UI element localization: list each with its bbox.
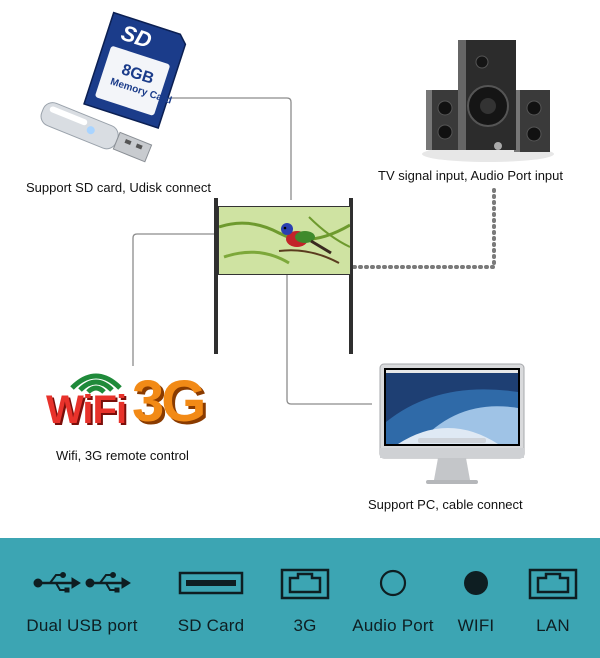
connection-lines	[132, 97, 496, 405]
stand-right-pole	[349, 198, 353, 354]
wifi-logo-text: WiFi	[46, 388, 127, 432]
display-stand	[213, 198, 359, 354]
wire-display-to-pc	[286, 272, 372, 405]
usb-icon	[32, 558, 132, 608]
wire-sd-to-display	[165, 97, 292, 200]
port-sd-card: SD Card	[166, 538, 256, 658]
port-label: LAN	[536, 616, 570, 635]
imac-illustration	[378, 362, 526, 490]
port-label: Dual USB port	[26, 616, 138, 635]
stand-left-pole	[214, 198, 218, 354]
sd-card-illustration: SD 8GB Memory Card	[75, 10, 195, 130]
usb-stick-illustration	[30, 98, 160, 168]
ports-band: Dual USB port SD Card 3G Audio Port	[0, 538, 600, 658]
port-audio: Audio Port	[340, 538, 446, 658]
port-label: SD Card	[177, 616, 245, 635]
speakers-illustration	[418, 36, 558, 166]
caption-wifi-3g: Wifi, 3G remote control	[56, 448, 189, 463]
wifi-dot-icon	[461, 558, 491, 608]
audio-port-icon	[378, 558, 408, 608]
sd-slot-icon	[178, 558, 244, 608]
port-dual-usb: Dual USB port	[18, 538, 146, 658]
3g-port-icon	[280, 558, 330, 608]
display-screen	[218, 206, 351, 275]
port-lan: LAN	[520, 538, 586, 658]
port-3g: 3G	[270, 538, 340, 658]
lan-port-icon	[528, 558, 578, 608]
port-wifi: WIFI	[446, 538, 506, 658]
caption-tv-audio: TV signal input, Audio Port input	[378, 168, 564, 183]
wifi-signal-icon	[70, 373, 122, 394]
3g-logo-text: 3G	[132, 369, 206, 434]
wire-display-to-speakers	[352, 188, 496, 269]
caption-sd-udisk: Support SD card, Udisk connect	[26, 180, 211, 195]
port-label: WIFI	[457, 616, 495, 635]
port-label: 3G	[293, 616, 317, 635]
wifi-3g-logo: WiFi 3G	[44, 366, 234, 436]
port-label: Audio Port	[352, 616, 434, 635]
caption-pc-cable: Support PC, cable connect	[368, 497, 523, 512]
wire-wifi-to-display	[132, 233, 218, 366]
